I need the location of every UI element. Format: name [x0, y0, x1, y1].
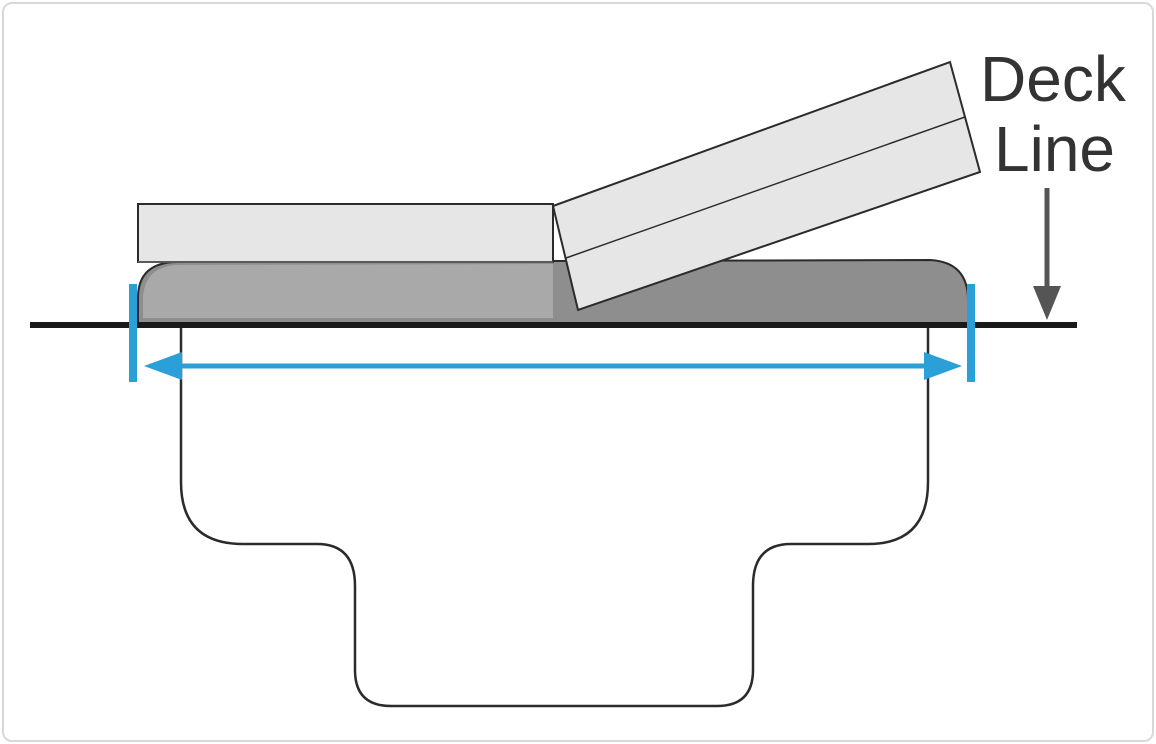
measure-tick-right	[967, 284, 975, 382]
deck-label-line2: Line	[994, 113, 1115, 185]
left-lid	[137, 203, 554, 263]
deck-line-pointer	[1033, 188, 1061, 320]
width-measurement	[129, 284, 975, 382]
flange-left-highlight	[143, 264, 553, 318]
deck-label-line1: Deck	[980, 43, 1127, 115]
hatch-body-outline	[179, 326, 930, 708]
measure-arrow-right	[924, 352, 962, 380]
right-lid	[551, 60, 982, 312]
measure-arrow-left	[144, 352, 182, 380]
measure-tick-left	[129, 284, 137, 382]
arrow-down-icon	[1033, 286, 1061, 320]
